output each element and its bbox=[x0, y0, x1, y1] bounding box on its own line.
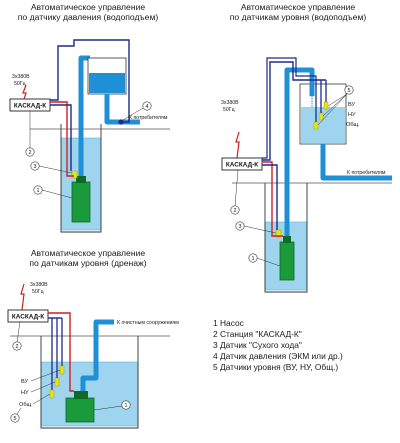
scheme1-well-casing bbox=[60, 124, 102, 233]
sensor-icon bbox=[54, 377, 60, 387]
scheme3-wire-pump bbox=[48, 312, 74, 392]
scheme3-freq: 50Гц bbox=[32, 289, 44, 295]
scheme1-tank-water bbox=[89, 73, 125, 93]
scheme3-title-line2: по датчикам уровня (дренаж) bbox=[29, 258, 146, 268]
svg-text:1: 1 bbox=[37, 188, 40, 194]
sensor-icon bbox=[275, 229, 282, 238]
scheme3-power: 3х380В bbox=[30, 282, 48, 288]
power-bolt-icon bbox=[22, 84, 27, 100]
scheme1-power: 3х380В bbox=[12, 74, 30, 80]
scheme1-title-line1: Автоматическое управление bbox=[31, 2, 146, 12]
scheme-pressure-sensor: Автоматическое управление по датчику дав… bbox=[9, 2, 170, 233]
sensor-icon bbox=[71, 170, 78, 179]
scheme3-label-vu: ВУ bbox=[21, 379, 29, 385]
scheme2-well-casing bbox=[264, 183, 308, 293]
scheme2-label-obsch: Общ. bbox=[346, 122, 360, 128]
scheme1-callout-1: 1 bbox=[33, 185, 73, 199]
scheme3-controller-label: КАСКАД-К bbox=[12, 314, 44, 321]
svg-text:1: 1 bbox=[252, 256, 255, 262]
scheme3-label-obsch: Общ. bbox=[19, 402, 33, 408]
pump-icon bbox=[71, 181, 91, 223]
scheme2-title-line2: по датчикам уровня (водоподъем) bbox=[230, 12, 367, 22]
svg-text:2: 2 bbox=[234, 208, 237, 214]
scheme2-callout-3: 3 bbox=[235, 221, 277, 234]
scheme2-rising-pipe bbox=[284, 67, 315, 236]
scheme2-callout-1: 1 bbox=[248, 253, 281, 267]
scheme2-tank-outlet bbox=[320, 144, 392, 181]
svg-text:3: 3 bbox=[239, 224, 242, 230]
pump-icon bbox=[65, 397, 95, 423]
svg-text:5: 5 bbox=[14, 416, 17, 422]
sensor-icon bbox=[323, 101, 329, 110]
svg-text:3: 3 bbox=[34, 164, 37, 170]
scheme2-title-line1: Автоматическое управление bbox=[241, 2, 356, 12]
scheme1-controller-label: КАСКАД-К bbox=[14, 103, 46, 110]
scheme3-label-leader-obsch bbox=[32, 393, 51, 405]
scheme2-callout-2: 2 bbox=[230, 169, 240, 215]
scheme3-label-leader-vu bbox=[30, 369, 61, 382]
pump-icon bbox=[279, 241, 295, 281]
scheme3-callout-5: 5 bbox=[10, 407, 22, 423]
legend-item-2: 2 Станция "КАСКАД-К" bbox=[213, 329, 302, 339]
scheme3-title-line1: Автоматическое управление bbox=[31, 248, 146, 258]
scheme2-tank-water bbox=[301, 107, 345, 143]
scheme3-label-nu: НУ bbox=[21, 390, 29, 396]
scheme3-callout-2: 2 bbox=[12, 321, 22, 351]
scheme1-wire-pressure bbox=[50, 39, 130, 123]
svg-text:4: 4 bbox=[146, 104, 149, 110]
legend-item-4: 4 Датчик давления (ЭКМ или др.) bbox=[213, 351, 343, 361]
scheme1-callout-4: 4 bbox=[122, 101, 152, 121]
svg-text:1: 1 bbox=[125, 403, 128, 409]
scheme3-outlet-label: К очистным сооружениям bbox=[117, 320, 179, 326]
legend-item-1: 1 Насос bbox=[213, 318, 244, 328]
power-bolt-icon bbox=[235, 131, 240, 159]
scheme2-consumer-label: К потребителям bbox=[347, 170, 386, 176]
scheme1-freq: 50Гц bbox=[14, 81, 26, 87]
scheme-level-sensors-drainage: Автоматическое управление по датчикам ур… bbox=[7, 248, 179, 429]
scheme2-wire-levels-2 bbox=[262, 57, 317, 159]
pump-icon bbox=[74, 391, 88, 399]
scheme2-controller-label: КАСКАД-К bbox=[226, 162, 258, 169]
scheme2-callout-5: 5 bbox=[317, 85, 354, 126]
scheme2-controller-box bbox=[221, 157, 263, 171]
scheme3-outlet-pipe bbox=[80, 319, 114, 391]
scheme1-consumer-label: К потребителям bbox=[129, 115, 168, 121]
scheme1-rising-pipe bbox=[78, 55, 90, 176]
scheme1-callout-3: 3 bbox=[30, 161, 73, 174]
scheme2-power: 3х380В bbox=[221, 100, 239, 106]
scheme2-label-vu: ВУ bbox=[348, 102, 356, 108]
power-bolt-icon bbox=[20, 283, 25, 311]
legend-item-5: 5 Датчики уровня (ВУ, НУ, Общ.) bbox=[213, 362, 338, 372]
sensor-icon bbox=[49, 389, 55, 399]
sensor-icon bbox=[313, 121, 319, 130]
sensor-icon bbox=[59, 365, 65, 375]
sensor-icon bbox=[118, 119, 124, 125]
scheme1-callout-2: 2 bbox=[25, 111, 35, 157]
pump-icon bbox=[76, 176, 86, 183]
legend: 1 Насос 2 Станция "КАСКАД-К" 3 Датчик "С… bbox=[213, 318, 343, 372]
scheme2-label-nu: НУ bbox=[348, 112, 356, 118]
scheme3-controller-box bbox=[7, 309, 49, 323]
scheme2-freq: 50Гц bbox=[223, 107, 235, 113]
pump-icon bbox=[283, 236, 291, 243]
legend-item-3: 3 Датчик "Сухого хода" bbox=[213, 340, 302, 350]
sensor-icon bbox=[318, 112, 324, 121]
svg-text:5: 5 bbox=[348, 88, 351, 94]
scheme2-wire-pump bbox=[262, 161, 283, 237]
scheme2-wire-levels bbox=[262, 61, 326, 161]
svg-text:2: 2 bbox=[29, 150, 32, 156]
scheme3-label-leader-nu bbox=[30, 381, 56, 393]
scheme1-wire-sensor bbox=[50, 104, 72, 171]
scheme2-wire-sensor bbox=[262, 164, 278, 230]
scheme3-callout-1: 1 bbox=[93, 400, 131, 411]
scheme3-pit-walls bbox=[40, 336, 139, 429]
scheme1-title-line2: по датчику давления (водоподъем) bbox=[18, 12, 159, 22]
scheme1-wire-pump bbox=[50, 101, 74, 177]
scheme-level-sensors-lift: Автоматическое управление по датчикам ур… bbox=[221, 2, 392, 293]
svg-text:2: 2 bbox=[16, 344, 19, 350]
